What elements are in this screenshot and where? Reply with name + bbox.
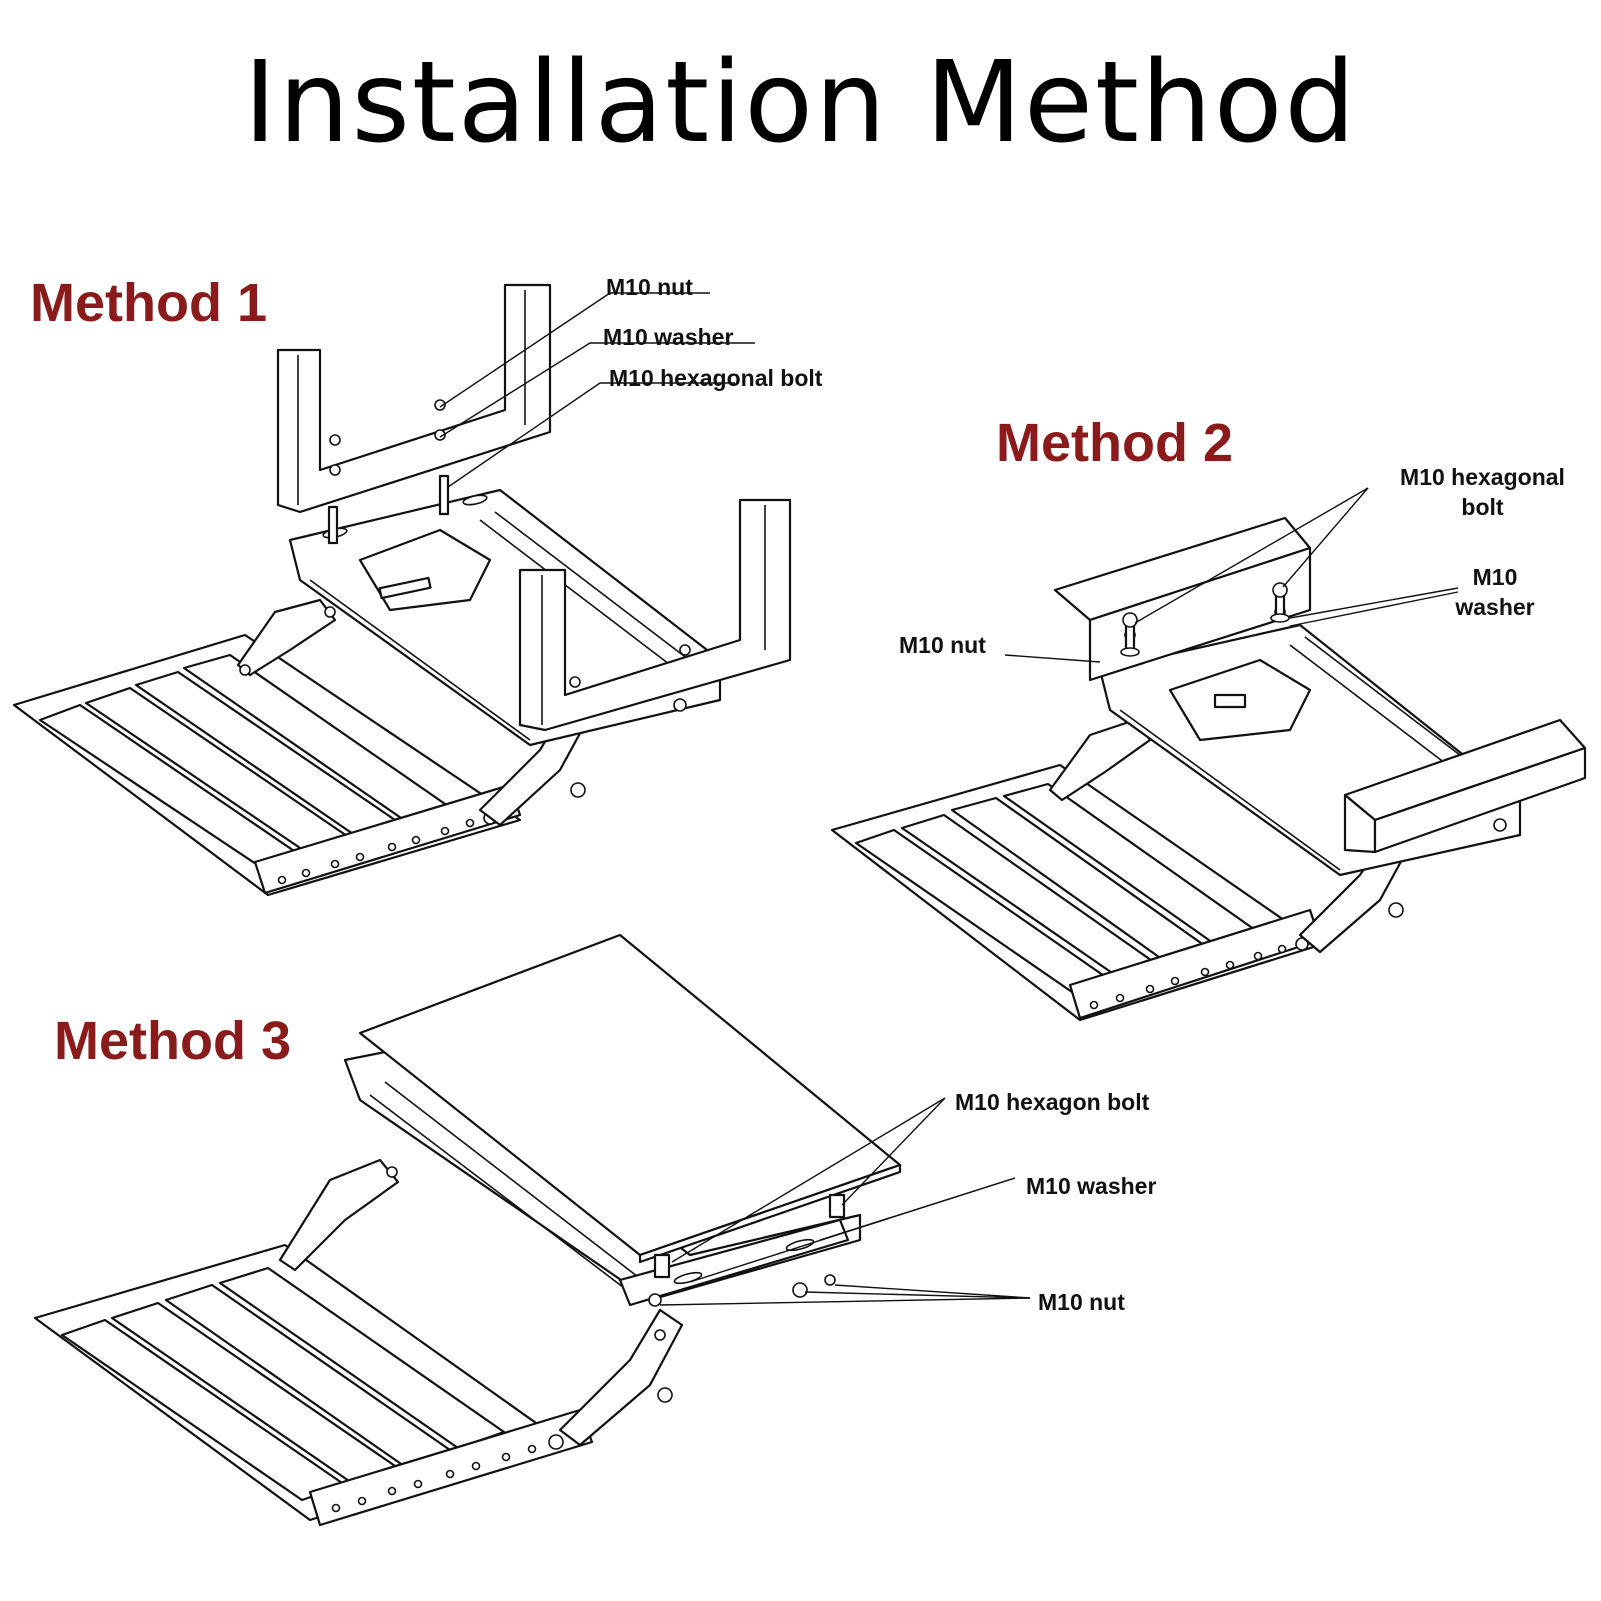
- m3-callout-nut: M10 nut: [1038, 1289, 1125, 1315]
- method-3-step-drawing: [33, 933, 1031, 1527]
- m2-callout-washer-line2: washer: [1455, 594, 1535, 620]
- method-1-step-drawing: [12, 283, 792, 897]
- m2-callout-washer-line1: M10: [1472, 564, 1518, 590]
- m1-u-frame-front: [518, 498, 792, 732]
- m2-step-treads: [830, 763, 1322, 1022]
- m3-callout-washer: M10 washer: [1026, 1173, 1157, 1199]
- method-3-label: Method 3: [54, 1011, 291, 1071]
- m3-linkage: [278, 1158, 684, 1447]
- m2-leaders: [1004, 487, 1459, 663]
- m1-leaders: [439, 292, 755, 488]
- method-1-label: Method 1: [30, 273, 267, 333]
- m2-callout-bolt-line2: bolt: [1461, 494, 1504, 520]
- m3-leaders: [659, 1097, 1031, 1306]
- m1-callout-bolt: M10 hexagonal bolt: [609, 365, 823, 391]
- m1-u-frame-back: [276, 283, 552, 514]
- m2-angle-channel-front: [1343, 718, 1587, 854]
- m1-callout-washer: M10 washer: [603, 324, 734, 350]
- m3-mounting-board: [358, 933, 902, 1279]
- m3-step-treads: [33, 1243, 594, 1527]
- m1-step-treads: [12, 633, 522, 897]
- m1-mount-plate: [288, 488, 722, 747]
- page-title: Installation Method: [243, 38, 1358, 168]
- m2-angle-channel-back: [1053, 516, 1312, 682]
- method-2-label: Method 2: [996, 413, 1233, 473]
- m3-callout-bolt: M10 hexagon bolt: [955, 1089, 1150, 1115]
- m2-callout-nut: M10 nut: [899, 632, 986, 658]
- method-2-step-drawing: [830, 487, 1587, 1022]
- m2-bolts: [1120, 582, 1290, 657]
- m2-callout-bolt-line1: M10 hexagonal: [1400, 464, 1565, 490]
- m1-bolts: [327, 474, 450, 545]
- m1-callout-nut: M10 nut: [606, 274, 693, 300]
